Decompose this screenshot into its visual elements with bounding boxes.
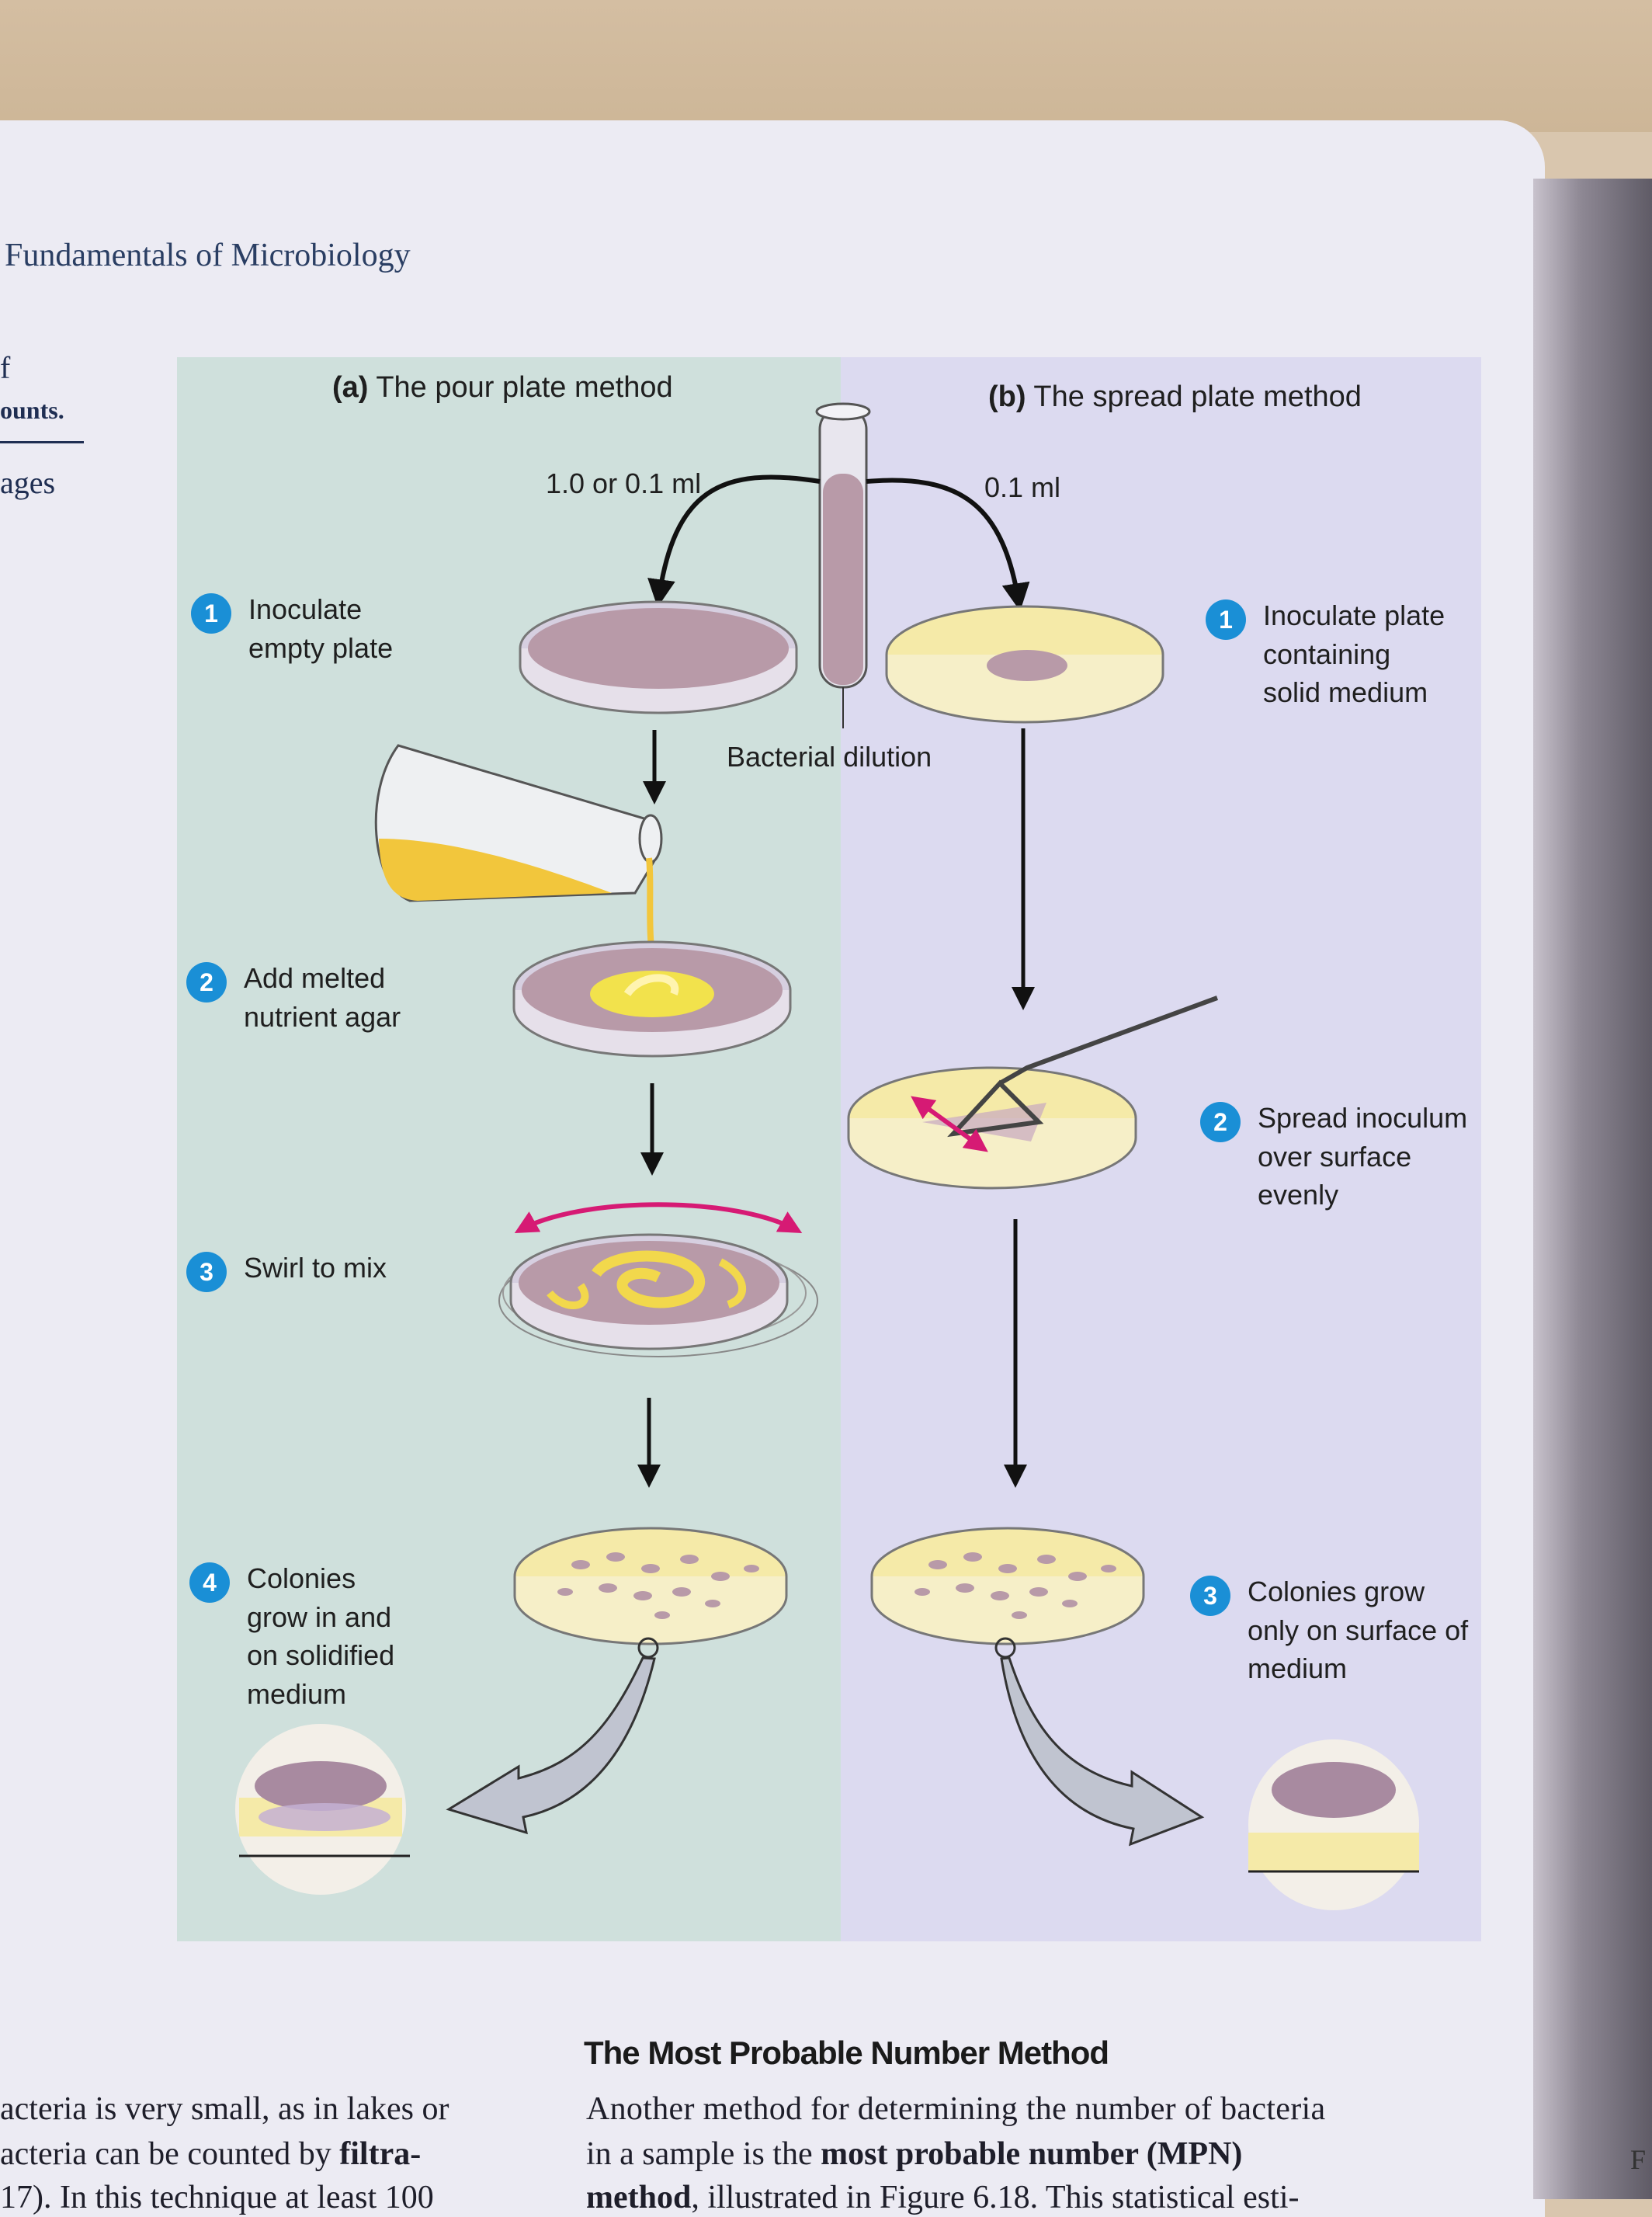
bold-term: method xyxy=(586,2180,692,2215)
step-a4: 4 Colonies grow in and on solidified med… xyxy=(189,1559,410,1714)
swirl-arrow-icon xyxy=(514,1202,803,1233)
step-text: Colonies grow only on surface of medium xyxy=(1248,1576,1469,1685)
diagram-drawing xyxy=(235,402,1419,1910)
step-text: Inoculate plate containing solid medium xyxy=(1263,599,1446,709)
facing-page-edge xyxy=(1533,179,1652,2199)
body-text-right: Another method for determining the numbe… xyxy=(586,2091,1326,2127)
magnify-arrow-right xyxy=(1000,1656,1205,1847)
bold-term: most probable number (MPN) xyxy=(821,2136,1243,2172)
step-text: Inoculate empty plate xyxy=(248,593,394,664)
petri-dish-icon xyxy=(513,1527,788,1659)
step-number-badge: 2 xyxy=(186,962,227,1003)
step-text: Spread inoculum over surface evenly xyxy=(1258,1102,1468,1211)
step-a3: 3 Swirl to mix xyxy=(186,1249,469,1292)
volume-label-a: 1.0 or 0.1 ml xyxy=(546,467,702,499)
test-tube-icon xyxy=(815,402,871,728)
body-text-left: 17). In this technique at least 100 xyxy=(0,2180,434,2215)
center-label: Bacterial dilution xyxy=(727,741,932,773)
panel-a-title-text: The pour plate method xyxy=(376,371,673,404)
figure: (a) The pour plate method (b) The spread… xyxy=(177,357,1481,1941)
flask-icon xyxy=(374,744,663,971)
margin-rule xyxy=(0,441,84,443)
section-heading: The Most Probable Number Method xyxy=(584,2035,1109,2071)
body-text-right: in a sample is the most probable number … xyxy=(586,2136,1243,2172)
petri-dish-icon xyxy=(847,996,1219,1190)
magnify-arrow-left xyxy=(446,1656,656,1835)
margin-fragment: ounts. xyxy=(0,396,64,424)
body-text-left: acteria is very small, as in lakes or xyxy=(0,2091,449,2127)
step-number-badge: 1 xyxy=(191,593,231,634)
step-text: Swirl to mix xyxy=(244,1252,387,1284)
transfer-arrow-left xyxy=(647,474,821,608)
petri-dish-icon xyxy=(512,940,792,1058)
facing-page-letter: F xyxy=(1630,2144,1647,2175)
background-surface xyxy=(0,0,1652,132)
margin-fragment: ages xyxy=(0,465,56,500)
step-a2: 2 Add melted nutrient agar xyxy=(186,959,422,1036)
panel-b-title: (b) The spread plate method xyxy=(988,381,1362,414)
running-head: Fundamentals of Microbiology xyxy=(5,238,411,273)
volume-label-b: 0.1 ml xyxy=(984,471,1061,503)
step-text: Add melted nutrient agar xyxy=(244,962,401,1033)
petri-dish-icon xyxy=(885,605,1164,724)
petri-dish-icon xyxy=(498,1233,818,1357)
step-b1: 1 Inoculate plate containing solid mediu… xyxy=(1206,596,1449,712)
panel-a-letter: (a) xyxy=(332,371,369,404)
step-number-badge: 3 xyxy=(1190,1576,1230,1616)
petri-dish-icon xyxy=(519,600,798,714)
body-text-right: method, illustrated in Figure 6.18. This… xyxy=(586,2180,1300,2215)
body-text-left: acteria can be counted by filtra- xyxy=(0,2136,422,2172)
step-number-badge: 4 xyxy=(189,1562,230,1603)
panel-b-letter: (b) xyxy=(988,381,1026,413)
panel-b-title-text: The spread plate method xyxy=(1033,381,1362,413)
step-a1: 1 Inoculate empty plate xyxy=(191,590,404,667)
step-number-badge: 3 xyxy=(186,1252,227,1292)
transfer-arrow-right xyxy=(866,478,1030,612)
petri-dish-icon xyxy=(870,1527,1145,1659)
step-b2: 2 Spread inoculum over surface evenly xyxy=(1200,1099,1475,1214)
step-number-badge: 2 xyxy=(1200,1102,1241,1142)
magnified-view-icon xyxy=(1248,1739,1419,1910)
magnified-view-icon xyxy=(235,1724,410,1895)
step-text: Colonies grow in and on solidified mediu… xyxy=(247,1562,395,1711)
bold-term: filtra- xyxy=(339,2136,422,2172)
panel-a-title: (a) The pour plate method xyxy=(332,371,673,405)
step-b3: 3 Colonies grow only on surface of mediu… xyxy=(1190,1572,1473,1688)
step-number-badge: 1 xyxy=(1206,599,1246,640)
margin-fragment: f xyxy=(0,350,11,385)
